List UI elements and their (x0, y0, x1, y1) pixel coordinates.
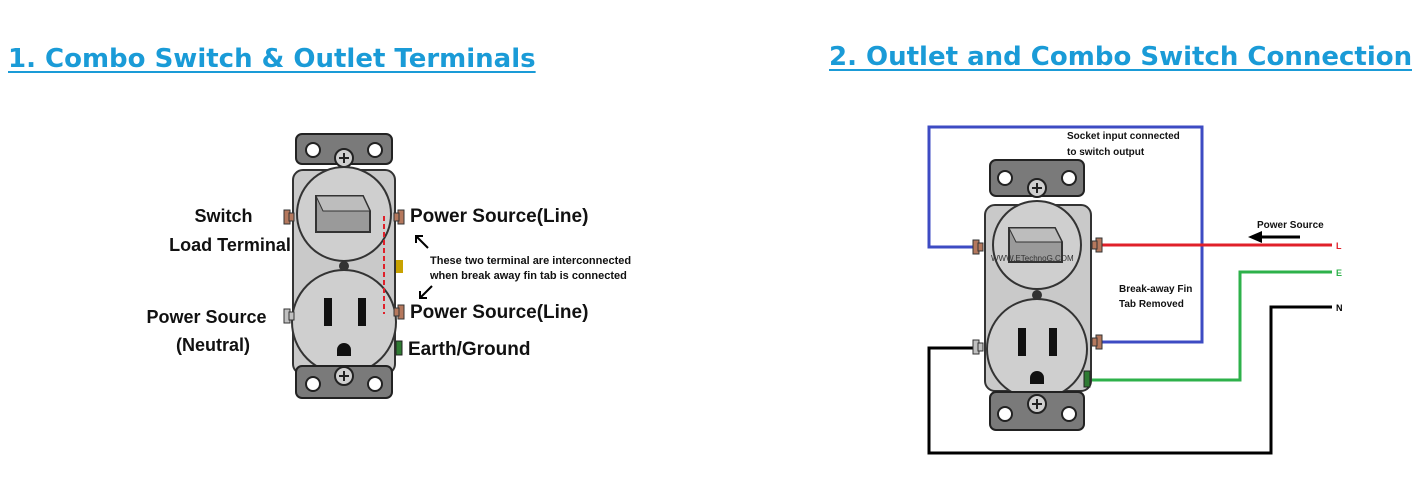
wire-neutral (927, 305, 1332, 455)
label-power-source-neutral: Power Source (Neutral) (146, 307, 271, 355)
terminal-line-top (393, 209, 405, 225)
heading-combo-terminals: 1. Combo Switch & Outlet Terminals (8, 44, 536, 74)
terminal-switch-load (283, 209, 295, 225)
wire-earth (1087, 270, 1332, 382)
label-interconnect-note: These two terminal are interconnected wh… (429, 255, 634, 282)
mounting-strap-top (989, 159, 1085, 198)
terminal-neutral (972, 339, 984, 355)
power-source-arrow (1248, 231, 1300, 243)
label-fin-tab-removed: Break-away Fin Tab Removed (1119, 284, 1195, 310)
label-power-source: Power Source (1257, 220, 1324, 231)
mounting-strap-bottom (989, 391, 1085, 431)
arrow-to-top-line (415, 235, 429, 249)
terminal-line-bottom (393, 304, 405, 320)
outlet-face (291, 269, 397, 375)
mounting-strap-top (295, 133, 393, 168)
label-terminal-neutral: N (1336, 303, 1343, 313)
label-earth-ground: Earth/Ground (408, 339, 530, 360)
terminal-line-bottom (1091, 334, 1103, 350)
terminal-ground (1083, 370, 1091, 388)
mounting-strap-bottom (295, 365, 393, 399)
combo-device-wired: WWW.ETechnoG.COM (972, 159, 1103, 431)
terminal-switch-load (972, 239, 984, 255)
wire-switch-link (927, 125, 1204, 344)
watermark: WWW.ETechnoG.COM (991, 254, 1074, 263)
switch-face (992, 200, 1082, 290)
label-terminal-earth: E (1336, 268, 1342, 278)
outlet-face (986, 298, 1088, 400)
terminal-ground (395, 340, 403, 356)
arrow-to-bottom-line (419, 285, 433, 299)
connection-diagram: WWW.ETechnoG.COM (700, 0, 1403, 498)
terminal-line-top (1091, 237, 1103, 253)
combo-device (283, 133, 405, 399)
switch-face (296, 166, 392, 262)
break-away-fin-tab (396, 260, 403, 273)
terminals-diagram: Switch Load Terminal Power Source(Line) … (0, 0, 700, 498)
label-power-source-line-top: Power Source(Line) (410, 206, 588, 227)
label-switch-load: Switch Load Terminal (169, 206, 291, 255)
center-screw (339, 261, 349, 271)
heading-outlet-connection: 2. Outlet and Combo Switch Connection (829, 42, 1412, 72)
label-terminal-line: L (1336, 241, 1342, 251)
center-screw (1032, 290, 1042, 300)
terminal-neutral (283, 308, 295, 324)
label-power-source-line-bottom: Power Source(Line) (410, 302, 588, 323)
label-socket-note: Socket input connected to switch output (1067, 131, 1183, 158)
